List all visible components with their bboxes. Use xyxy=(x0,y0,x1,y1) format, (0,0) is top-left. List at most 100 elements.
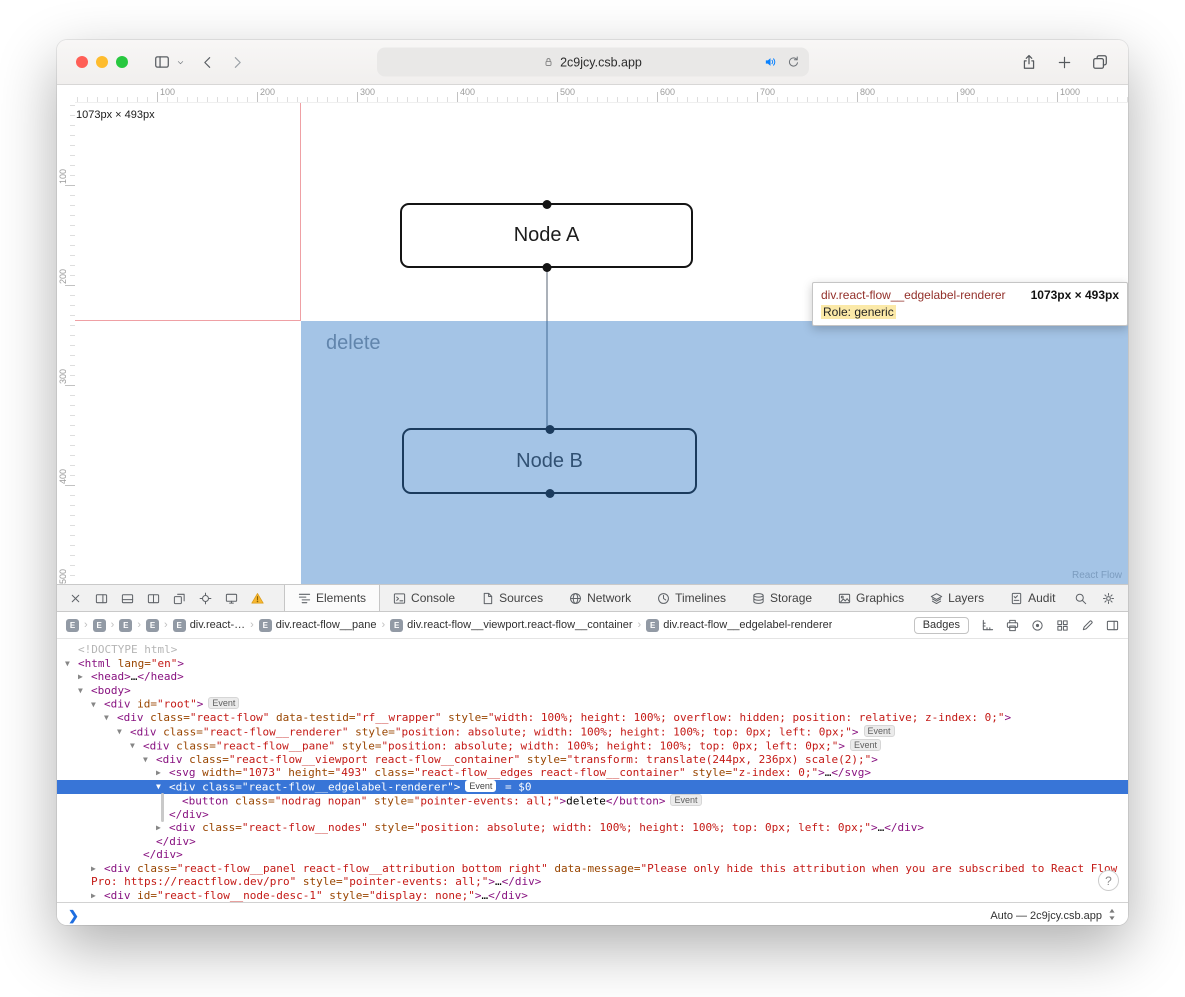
ruler-top-label: 800 xyxy=(860,87,876,97)
dom-text: id= xyxy=(130,697,157,711)
audio-mute-icon[interactable] xyxy=(764,56,777,69)
dom-tree-row[interactable]: ▼<div class="react-flow__viewport react-… xyxy=(57,753,1128,767)
breadcrumb-item[interactable]: E xyxy=(146,618,160,632)
address-bar[interactable]: 2c9jcy.csb.app xyxy=(376,47,809,77)
dom-tree-row[interactable]: ▶<div class="react-flow__nodes" style="p… xyxy=(57,821,1128,835)
dock-bottom-icon[interactable] xyxy=(121,592,134,605)
dom-tree-row[interactable]: ▼<div class="react-flow" data-testid="rf… xyxy=(57,711,1128,725)
node-handle-bottom[interactable] xyxy=(545,488,554,498)
disclosure-triangle-icon[interactable]: ▼ xyxy=(65,658,70,668)
disclosure-triangle-icon[interactable]: ▼ xyxy=(78,685,83,695)
sidebar-icon[interactable] xyxy=(154,54,170,70)
close-icon[interactable] xyxy=(69,592,82,605)
window-minimize-button[interactable] xyxy=(96,56,108,68)
settings-gear-icon[interactable] xyxy=(1102,592,1115,605)
breadcrumb-item[interactable]: E xyxy=(92,618,106,632)
tab-audit[interactable]: Audit xyxy=(997,585,1068,611)
tab-elements[interactable]: Elements xyxy=(284,585,381,611)
event-badge[interactable]: Event xyxy=(208,697,240,709)
dom-tree-row[interactable]: </div> xyxy=(57,835,1128,849)
dom-text: "rf__wrapper" xyxy=(355,711,442,724)
dom-tree-row[interactable]: <!DOCTYPE html> xyxy=(57,643,1128,657)
tab-sources[interactable]: Sources xyxy=(468,585,556,611)
dom-tree-row[interactable]: </div> xyxy=(57,806,1128,822)
event-badge[interactable]: Event xyxy=(850,738,882,751)
dom-tree-row[interactable]: ▶<div id="react-flow__node-desc-1" style… xyxy=(57,889,1128,903)
device-icon[interactable] xyxy=(225,592,238,605)
disclosure-triangle-icon[interactable]: ▶ xyxy=(78,672,83,681)
dom-tree-row[interactable]: ▼<div class="react-flow__pane" style="po… xyxy=(57,738,1128,753)
node-handle-top[interactable] xyxy=(545,424,554,434)
dom-tree-row[interactable]: ▼<div id="root">Event xyxy=(57,697,1128,711)
node-handle-bottom[interactable] xyxy=(542,262,551,272)
disclosure-triangle-icon[interactable]: ▶ xyxy=(91,863,96,873)
ruler-top-label: 200 xyxy=(260,87,276,97)
dom-tree-row[interactable]: ▼<html lang="en"> xyxy=(57,657,1128,671)
share-button[interactable] xyxy=(1021,54,1037,70)
react-flow-attribution[interactable]: React Flow xyxy=(1071,570,1122,581)
disclosure-triangle-icon[interactable]: ▼ xyxy=(143,754,148,764)
disclosure-triangle-icon[interactable]: ▼ xyxy=(91,699,96,709)
corner-ruler-icon[interactable] xyxy=(981,619,994,632)
dom-tree-row[interactable]: ▼<div class="react-flow__renderer" style… xyxy=(57,724,1128,739)
tab-storage[interactable]: Storage xyxy=(739,585,825,611)
disclosure-triangle-icon[interactable]: ▶ xyxy=(156,768,161,777)
breadcrumb-item[interactable]: E xyxy=(119,618,133,632)
edit-icon[interactable] xyxy=(1081,619,1094,632)
dom-tree-row[interactable]: ▼<div class="react-flow__edgelabel-rende… xyxy=(57,779,1128,794)
search-icon[interactable] xyxy=(1074,592,1087,605)
dom-tree-row[interactable]: ▶<svg width="1073" height="493" class="r… xyxy=(57,766,1128,780)
back-button[interactable] xyxy=(200,55,215,70)
event-badge[interactable]: Event xyxy=(465,779,497,792)
node-a[interactable]: Node A xyxy=(400,199,693,272)
disclosure-triangle-icon[interactable]: ▼ xyxy=(130,741,135,750)
chevron-down-icon[interactable] xyxy=(176,58,185,67)
node-b[interactable]: Node B xyxy=(402,424,697,498)
tab-overview-button[interactable] xyxy=(1092,54,1108,70)
disclosure-triangle-icon[interactable]: ▼ xyxy=(104,713,109,722)
dom-tree-row[interactable]: </div> xyxy=(57,848,1128,862)
split-view-icon[interactable] xyxy=(147,592,160,605)
warning-icon[interactable] xyxy=(251,592,264,605)
reload-button[interactable] xyxy=(787,56,800,69)
edge-delete-button[interactable]: delete xyxy=(313,330,394,359)
split-panel-icon[interactable] xyxy=(1106,619,1119,632)
picker-icon[interactable] xyxy=(199,592,212,605)
dom-tree-row[interactable]: ▶<div class="react-flow__panel react-flo… xyxy=(57,862,1128,889)
event-badge[interactable]: Event xyxy=(863,724,895,737)
dom-tree-row[interactable]: <button class="nodrag nopan" style="poin… xyxy=(57,792,1128,809)
disclosure-triangle-icon[interactable]: ▶ xyxy=(91,890,96,900)
window-zoom-button[interactable] xyxy=(116,56,128,68)
tab-network[interactable]: Network xyxy=(556,585,644,611)
print-icon[interactable] xyxy=(1006,619,1019,632)
disclosure-triangle-icon[interactable]: ▼ xyxy=(156,782,161,791)
tab-layers[interactable]: Layers xyxy=(917,585,997,611)
tab-graphics[interactable]: Graphics xyxy=(825,585,917,611)
disclosure-triangle-icon[interactable]: ▶ xyxy=(156,823,161,832)
tab-console[interactable]: Console xyxy=(380,585,468,611)
grid4-icon[interactable] xyxy=(1056,619,1069,632)
badges-button[interactable]: Badges xyxy=(913,616,969,634)
forward-button[interactable] xyxy=(230,55,245,70)
help-button[interactable]: ? xyxy=(1098,870,1119,891)
tab-timelines[interactable]: Timelines xyxy=(644,585,739,611)
window-close-button[interactable] xyxy=(76,56,88,68)
dom-tree-row[interactable]: ▼<body> xyxy=(57,684,1128,698)
dock-target-label: Auto — 2c9jcy.csb.app xyxy=(990,909,1102,922)
element-icon: E xyxy=(66,618,79,632)
disclosure-triangle-icon[interactable]: ▼ xyxy=(117,727,122,736)
new-tab-button[interactable] xyxy=(1057,55,1072,70)
breadcrumb-item[interactable]: E xyxy=(66,618,79,632)
dock-right-icon[interactable] xyxy=(95,592,108,605)
event-badge[interactable]: Event xyxy=(670,793,702,806)
dock-target-select[interactable]: Auto — 2c9jcy.csb.app xyxy=(990,908,1128,924)
dom-tree-row[interactable]: ▶<head>…</head> xyxy=(57,670,1128,684)
quick-console-prompt[interactable]: ❯ xyxy=(68,907,79,923)
detach-icon[interactable] xyxy=(173,592,186,605)
record-icon[interactable] xyxy=(1031,619,1044,632)
node-handle-top[interactable] xyxy=(542,199,551,209)
